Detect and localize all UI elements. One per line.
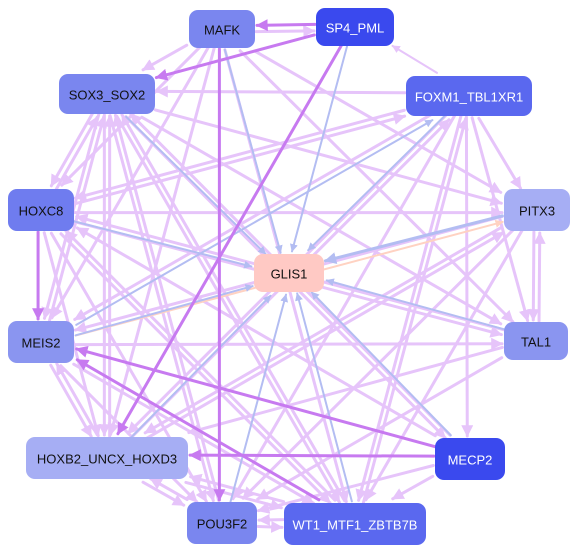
edge-tal1-to-pitx3 bbox=[533, 231, 546, 323]
node-label: GLIS1 bbox=[271, 267, 308, 282]
node-box[interactable] bbox=[316, 8, 394, 46]
node-label: PITX3 bbox=[519, 204, 555, 219]
node-mecp2[interactable]: MECP2 bbox=[435, 438, 505, 480]
edge-hoxc8-to-sox3_sox2 bbox=[54, 115, 99, 191]
node-tal1[interactable]: TAL1 bbox=[504, 322, 568, 360]
edge-mafk-to-hoxb2_uncx_hoxd3 bbox=[107, 46, 216, 436]
edge-sp4_pml-to-glis1 bbox=[290, 45, 349, 253]
edge-foxm1_tbl1xr1-to-meis2 bbox=[73, 113, 433, 321]
edge-sp4_pml-to-sox3_sox2 bbox=[154, 33, 316, 81]
edge-sox3_sox2-to-glis1 bbox=[125, 115, 267, 255]
node-box[interactable] bbox=[504, 189, 570, 231]
edge-mecp2-to-pou3f2 bbox=[256, 463, 435, 514]
edge-pou3f2-to-sox3_sox2 bbox=[112, 113, 221, 502]
edge-sox3_sox2-to-tal1 bbox=[140, 115, 503, 326]
node-label: SP4_PML bbox=[326, 21, 385, 36]
edge-tal1-to-glis1 bbox=[325, 278, 505, 331]
edge-tal1-to-hoxb2_uncx_hoxd3 bbox=[187, 345, 504, 436]
edge-mecp2-to-wt1_mtf1_zbtb7b bbox=[391, 474, 435, 501]
node-hoxc8[interactable]: HOXC8 bbox=[8, 189, 74, 231]
node-foxm1-tbl1xr1[interactable]: FOXM1_TBL1XR1 bbox=[406, 76, 532, 116]
node-box[interactable] bbox=[284, 503, 426, 545]
edge-hoxb2_uncx_hoxd3-to-wt1_mtf1_zbtb7b bbox=[184, 480, 283, 511]
node-box[interactable] bbox=[406, 76, 532, 116]
node-box[interactable] bbox=[504, 322, 568, 360]
node-label: MEIS2 bbox=[21, 336, 60, 351]
edge-foxm1_tbl1xr1-to-hoxc8 bbox=[73, 108, 406, 202]
node-meis2[interactable]: MEIS2 bbox=[8, 321, 74, 363]
node-label: MECP2 bbox=[448, 453, 493, 468]
edge-wt1_mtf1_zbtb7b-to-meis2 bbox=[75, 358, 321, 502]
node-glis1[interactable]: GLIS1 bbox=[254, 254, 324, 292]
node-label: POU3F2 bbox=[197, 517, 248, 532]
node-box[interactable] bbox=[189, 10, 255, 48]
edge-pitx3-to-tal1 bbox=[527, 230, 540, 322]
edge-wt1_mtf1_zbtb7b-to-hoxb2_uncx_hoxd3 bbox=[189, 473, 286, 504]
edge-wt1_mtf1_zbtb7b-to-glis1 bbox=[295, 292, 353, 503]
node-pou3f2[interactable]: POU3F2 bbox=[187, 502, 257, 544]
edge-pou3f2-to-wt1_mtf1_zbtb7b bbox=[256, 520, 284, 533]
edge-wt1_mtf1_zbtb7b-to-foxm1_tbl1xr1 bbox=[361, 117, 469, 505]
node-label: SOX3_SOX2 bbox=[69, 88, 146, 103]
node-box[interactable] bbox=[26, 437, 188, 479]
edge-foxm1_tbl1xr1-to-sp4_pml bbox=[391, 44, 439, 74]
edge-hoxb2_uncx_hoxd3-to-glis1 bbox=[129, 294, 272, 439]
edge-foxm1_tbl1xr1-to-sox3_sox2 bbox=[155, 85, 407, 98]
edge-pitx3-to-glis1 bbox=[323, 214, 504, 264]
node-box[interactable] bbox=[8, 189, 74, 231]
node-box[interactable] bbox=[187, 502, 257, 544]
node-sox3-sox2[interactable]: SOX3_SOX2 bbox=[59, 74, 155, 114]
edge-meis2-to-pou3f2 bbox=[59, 364, 199, 504]
edge-mecp2-to-hoxb2_uncx_hoxd3 bbox=[188, 449, 436, 462]
edge-mafk-to-glis1 bbox=[223, 48, 283, 254]
node-box[interactable] bbox=[8, 321, 74, 363]
edge-pitx3-to-hoxb2_uncx_hoxd3 bbox=[143, 225, 504, 435]
node-label: WT1_MTF1_ZBTB7B bbox=[293, 518, 418, 533]
node-box[interactable] bbox=[59, 74, 155, 114]
node-hoxb2-uncx-hoxd3[interactable]: HOXB2_UNCX_HOXD3 bbox=[26, 437, 188, 479]
edge-meis2-to-hoxb2_uncx_hoxd3 bbox=[49, 363, 93, 438]
edge-mafk-to-sp4_pml bbox=[254, 25, 316, 38]
node-label: TAL1 bbox=[521, 335, 551, 350]
edge-wt1_mtf1_zbtb7b-to-sox3_sox2 bbox=[120, 113, 347, 503]
edge-meis2-to-tal1 bbox=[73, 337, 504, 350]
edge-hoxc8-to-glis1 bbox=[73, 220, 253, 269]
edge-pou3f2-to-hoxb2_uncx_hoxd3 bbox=[149, 477, 189, 502]
edge-foxm1_tbl1xr1-to-wt1_mtf1_zbtb7b bbox=[355, 114, 463, 502]
edge-mecp2-to-meis2 bbox=[75, 345, 437, 449]
node-label: MAFK bbox=[204, 23, 240, 38]
node-box[interactable] bbox=[254, 254, 324, 292]
edge-hoxc8-to-foxm1_tbl1xr1 bbox=[74, 113, 407, 206]
edge-hoxb2_uncx_hoxd3-to-meis2 bbox=[55, 362, 99, 437]
node-label: HOXB2_UNCX_HOXD3 bbox=[37, 452, 177, 467]
node-wt1-mtf1-zbtb7b[interactable]: WT1_MTF1_ZBTB7B bbox=[284, 503, 426, 545]
node-box[interactable] bbox=[435, 438, 505, 480]
edge-foxm1_tbl1xr1-to-glis1 bbox=[307, 114, 447, 252]
edge-meis2-to-foxm1_tbl1xr1 bbox=[75, 119, 434, 326]
node-label: FOXM1_TBL1XR1 bbox=[415, 90, 523, 105]
edge-mecp2-to-hoxc8 bbox=[75, 226, 437, 438]
edge-sox3_sox2-to-pitx3 bbox=[153, 108, 503, 207]
edge-mafk-to-sox3_sox2 bbox=[141, 43, 189, 72]
edge-foxm1_tbl1xr1-to-pitx3 bbox=[477, 116, 523, 190]
node-sp4-pml[interactable]: SP4_PML bbox=[316, 8, 394, 46]
edge-foxm1_tbl1xr1-to-tal1 bbox=[470, 116, 531, 323]
edge-mafk-to-pitx3 bbox=[253, 49, 503, 194]
edge-sp4_pml-to-mafk bbox=[255, 19, 317, 32]
node-pitx3[interactable]: PITX3 bbox=[504, 189, 570, 231]
edge-mecp2-to-glis1 bbox=[310, 291, 452, 437]
node-mafk[interactable]: MAFK bbox=[189, 10, 255, 48]
edge-hoxb2_uncx_hoxd3-to-pitx3 bbox=[145, 231, 505, 440]
edge-sox3_sox2-to-hoxc8 bbox=[49, 112, 94, 188]
edge-meis2-to-glis1 bbox=[74, 284, 254, 337]
edge-tal1-to-pou3f2 bbox=[256, 356, 504, 501]
node-label: HOXC8 bbox=[19, 204, 64, 219]
